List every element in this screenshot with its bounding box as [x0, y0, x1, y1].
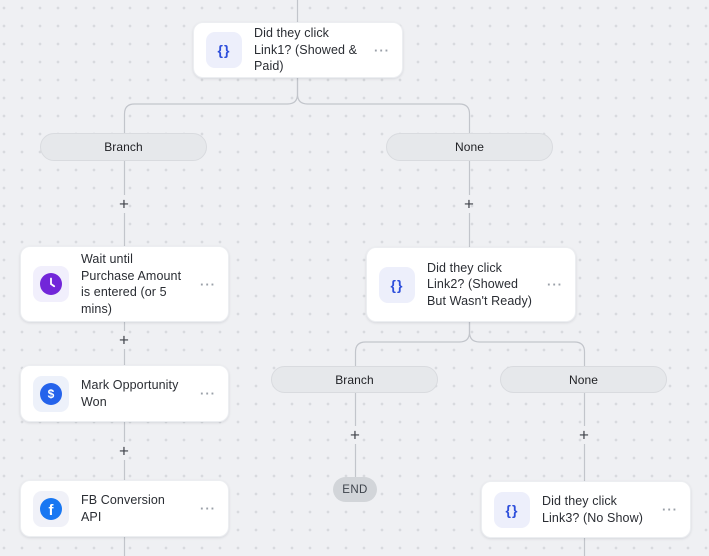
add-step-button[interactable]: + [119, 441, 129, 461]
node-menu-button[interactable]: ··· [200, 276, 216, 292]
none-pill[interactable]: None [386, 133, 553, 161]
node-menu-button[interactable]: ··· [200, 386, 216, 401]
node-label: Mark Opportunity Won [81, 378, 179, 409]
clock-icon [33, 266, 69, 302]
node-menu-button[interactable]: ··· [374, 42, 390, 58]
node-label: Did they click Link2? (Showed But Wasn't… [427, 260, 533, 308]
add-step-button[interactable]: + [119, 330, 129, 350]
braces-icon: {} [494, 491, 530, 528]
node-mark-opportunity-won[interactable]: $ Mark Opportunity Won ··· [20, 365, 229, 422]
braces-icon: {} [206, 32, 242, 68]
add-step-button[interactable]: + [119, 194, 129, 214]
node-fb-conversion-api[interactable]: f FB Conversion API ··· [20, 480, 229, 537]
node-label: Did they click Link3? (No Show) [542, 494, 643, 525]
add-step-button[interactable]: + [350, 425, 360, 445]
node-label: FB Conversion API [81, 493, 165, 524]
facebook-icon: f [33, 490, 69, 527]
node-menu-button[interactable]: ··· [547, 277, 563, 292]
none-pill[interactable]: None [500, 366, 667, 393]
add-step-button[interactable]: + [579, 425, 589, 445]
node-link1-condition[interactable]: {} Did they click Link1? (Showed & Paid)… [193, 22, 403, 78]
node-menu-button[interactable]: ··· [662, 502, 678, 517]
node-link2-condition[interactable]: {} Did they click Link2? (Showed But Was… [366, 247, 576, 322]
add-step-button[interactable]: + [464, 194, 474, 214]
end-pill: END [333, 477, 377, 502]
node-wait-step[interactable]: Wait until Purchase Amount is entered (o… [20, 246, 229, 322]
branch-pill[interactable]: Branch [271, 366, 438, 393]
braces-icon: {} [379, 266, 415, 303]
branch-pill[interactable]: Branch [40, 133, 207, 161]
dollar-icon: $ [33, 375, 69, 412]
node-link3-condition[interactable]: {} Did they click Link3? (No Show) ··· [481, 481, 691, 538]
node-label: Wait until Purchase Amount is entered (o… [81, 252, 182, 316]
node-menu-button[interactable]: ··· [200, 501, 216, 516]
node-label: Did they click Link1? (Showed & Paid) [254, 26, 358, 74]
